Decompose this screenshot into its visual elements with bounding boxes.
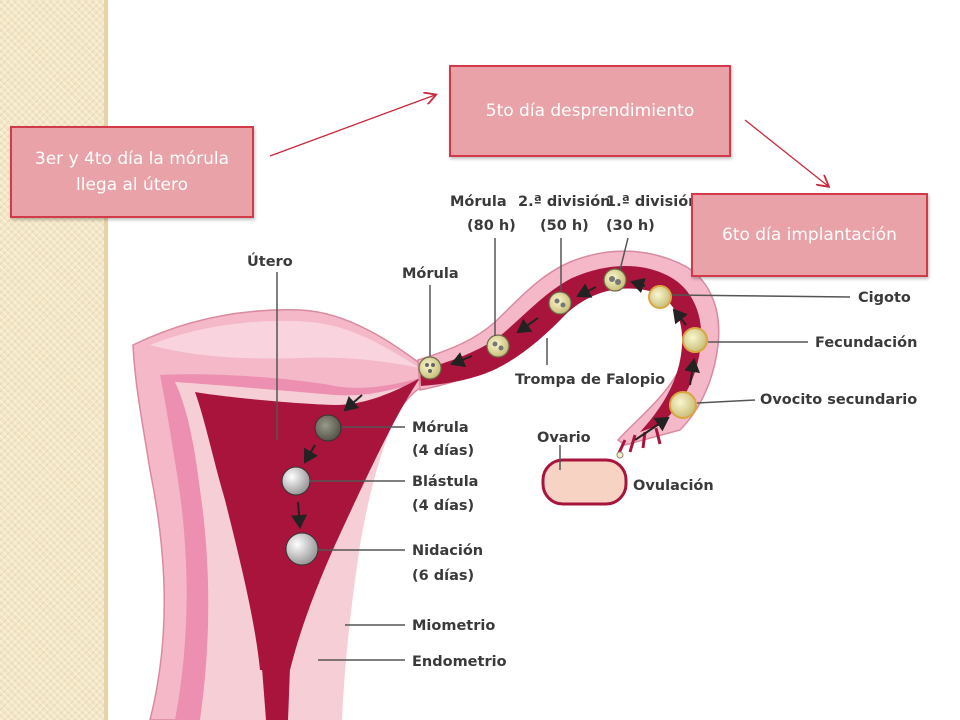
label-fertilization: Fecundación [815,335,917,351]
label-zygote: Cigoto [858,290,911,306]
label-morula-80h: Mórula [450,194,507,210]
migration-arrows [291,277,701,529]
callout-implantation-text: 6to día implantación [722,225,897,245]
cell-division-50h [548,291,572,315]
connector-to-detachment [269,95,435,157]
decorative-sidebar [0,0,104,720]
label-first-division-time: (30 h) [606,218,655,234]
label-second-division: 2.ª división [518,194,610,210]
callout-morula-arrives: 3er y 4to día la mórula llega al útero [10,126,254,218]
label-endometrium: Endometrio [412,654,507,670]
cell-secondary-oocyte [669,391,697,419]
cervix-canal [262,668,290,720]
fimbriae [616,427,662,456]
callout-detachment: 5to día desprendimiento [449,65,731,157]
cell-fertilization [682,327,708,353]
label-nidation: Nidación [412,543,483,559]
callout-morula-arrives-text: 3er y 4to día la mórula llega al útero [34,149,230,195]
cell-morula-80h [418,356,442,380]
label-myometrium: Miometrio [412,618,495,634]
label-uterus: Útero [247,252,293,270]
label-nidation-time: (6 días) [412,568,474,584]
label-blastula: Blástula [412,474,478,490]
cell-blastula [281,466,311,496]
callout-implantation: 6to día implantación [691,193,928,277]
label-blastula-time: (4 días) [412,498,474,514]
label-secondary-oocyte: Ovocito secundario [760,392,917,408]
callout-detachment-text: 5to día desprendimiento [485,101,695,121]
uterus-fundus-highlight [150,320,420,368]
label-fallopian-tube: Trompa de Falopio [515,372,665,388]
uterine-cavity [195,378,420,670]
cell-second-division [486,334,510,358]
cell-division-30h [603,268,627,292]
label-morula-80h-time: (80 h) [467,218,516,234]
ovary-shape [541,458,628,506]
sidebar-edge [104,0,108,720]
label-first-division: 1.ª división [606,194,698,210]
label-ovulation: Ovulación [633,478,714,494]
connector-to-implantation [744,119,828,186]
label-morula-tube: Mórula [402,266,459,282]
cell-zygote [648,285,672,309]
label-second-division-time: (50 h) [540,218,589,234]
cell-ovulation-egg [616,451,624,459]
label-morula-4days: Mórula [412,420,469,436]
label-morula-4days-time: (4 días) [412,443,474,459]
cell-morula-4d [314,414,342,442]
cell-nidation [285,532,319,566]
label-ovary: Ovario [537,430,591,446]
leader-lines [276,237,851,661]
